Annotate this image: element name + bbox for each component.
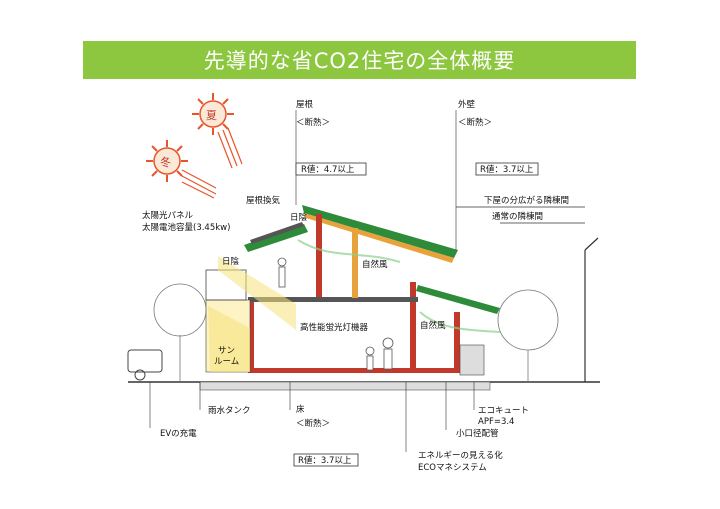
summer-sun-icon <box>192 93 234 135</box>
energy-visualization-label: エネルギーの見える化 <box>418 450 503 461</box>
wall-insulation-label: ＜断熱＞ <box>458 117 492 128</box>
ev-charge-label: EVの充電 <box>160 428 197 439</box>
roof-r-value: R値：4.7以上 <box>301 164 355 175</box>
winter-sun-icon <box>146 140 188 182</box>
rain-tank-label: 雨水タンク <box>208 405 251 416</box>
winter-rays <box>181 169 217 199</box>
outer-wall-label: 外壁 <box>458 99 476 110</box>
lower-gap-label: 下屋の分広がる隣棟間 <box>484 195 569 206</box>
eco-system-label: ECOマネシステム <box>418 463 487 473</box>
tree-right-icon <box>497 289 559 382</box>
gap-arrows <box>456 206 585 224</box>
car-icon <box>127 349 163 381</box>
tree-left-icon <box>153 283 207 382</box>
floor-r-value: R値：3.7以上 <box>298 455 352 466</box>
leader-lines <box>149 110 475 452</box>
shade-left-label: 日陰 <box>222 256 240 267</box>
wall-r-value: R値：3.7以上 <box>480 164 534 175</box>
solar-panel-label: 太陽光パネル <box>142 210 194 221</box>
winter-label: 冬 <box>160 155 171 169</box>
eco-cute-apf-label: APF=3.4 <box>478 417 514 427</box>
normal-gap-label: 通常の隣棟間 <box>492 211 543 222</box>
floor-label: 床 <box>296 404 305 415</box>
roof-insulation-label: ＜断熱＞ <box>296 117 330 128</box>
natural-wind-label-1: 自然風 <box>362 259 388 270</box>
summer-rays <box>217 127 243 169</box>
people-icon <box>277 257 394 371</box>
roof-label: 屋根 <box>296 99 314 110</box>
sunroom-label-1: サン <box>218 346 235 356</box>
small-pipe-label: 小口径配管 <box>456 428 499 439</box>
shade-top-label: 日陰 <box>290 212 308 223</box>
eco-cute-label: エコキュート <box>478 406 529 416</box>
roof-ventilation-label: 屋根換気 <box>246 195 281 206</box>
sunlight <box>208 256 296 372</box>
floor-insulation-label: ＜断熱＞ <box>296 418 330 429</box>
solar-capacity-label: 太陽電池容量(3.45kw) <box>142 222 230 233</box>
ground-slab <box>199 381 491 391</box>
wind-flow <box>297 239 501 333</box>
natural-wind-label-2: 自然風 <box>420 320 446 331</box>
page-title: 先導的な省CO2住宅の全体概要 <box>83 41 636 79</box>
lighting-label: 高性能蛍光灯機器 <box>300 322 369 333</box>
sunroom-label-2: ルーム <box>214 357 239 367</box>
summer-label: 夏 <box>206 109 217 122</box>
